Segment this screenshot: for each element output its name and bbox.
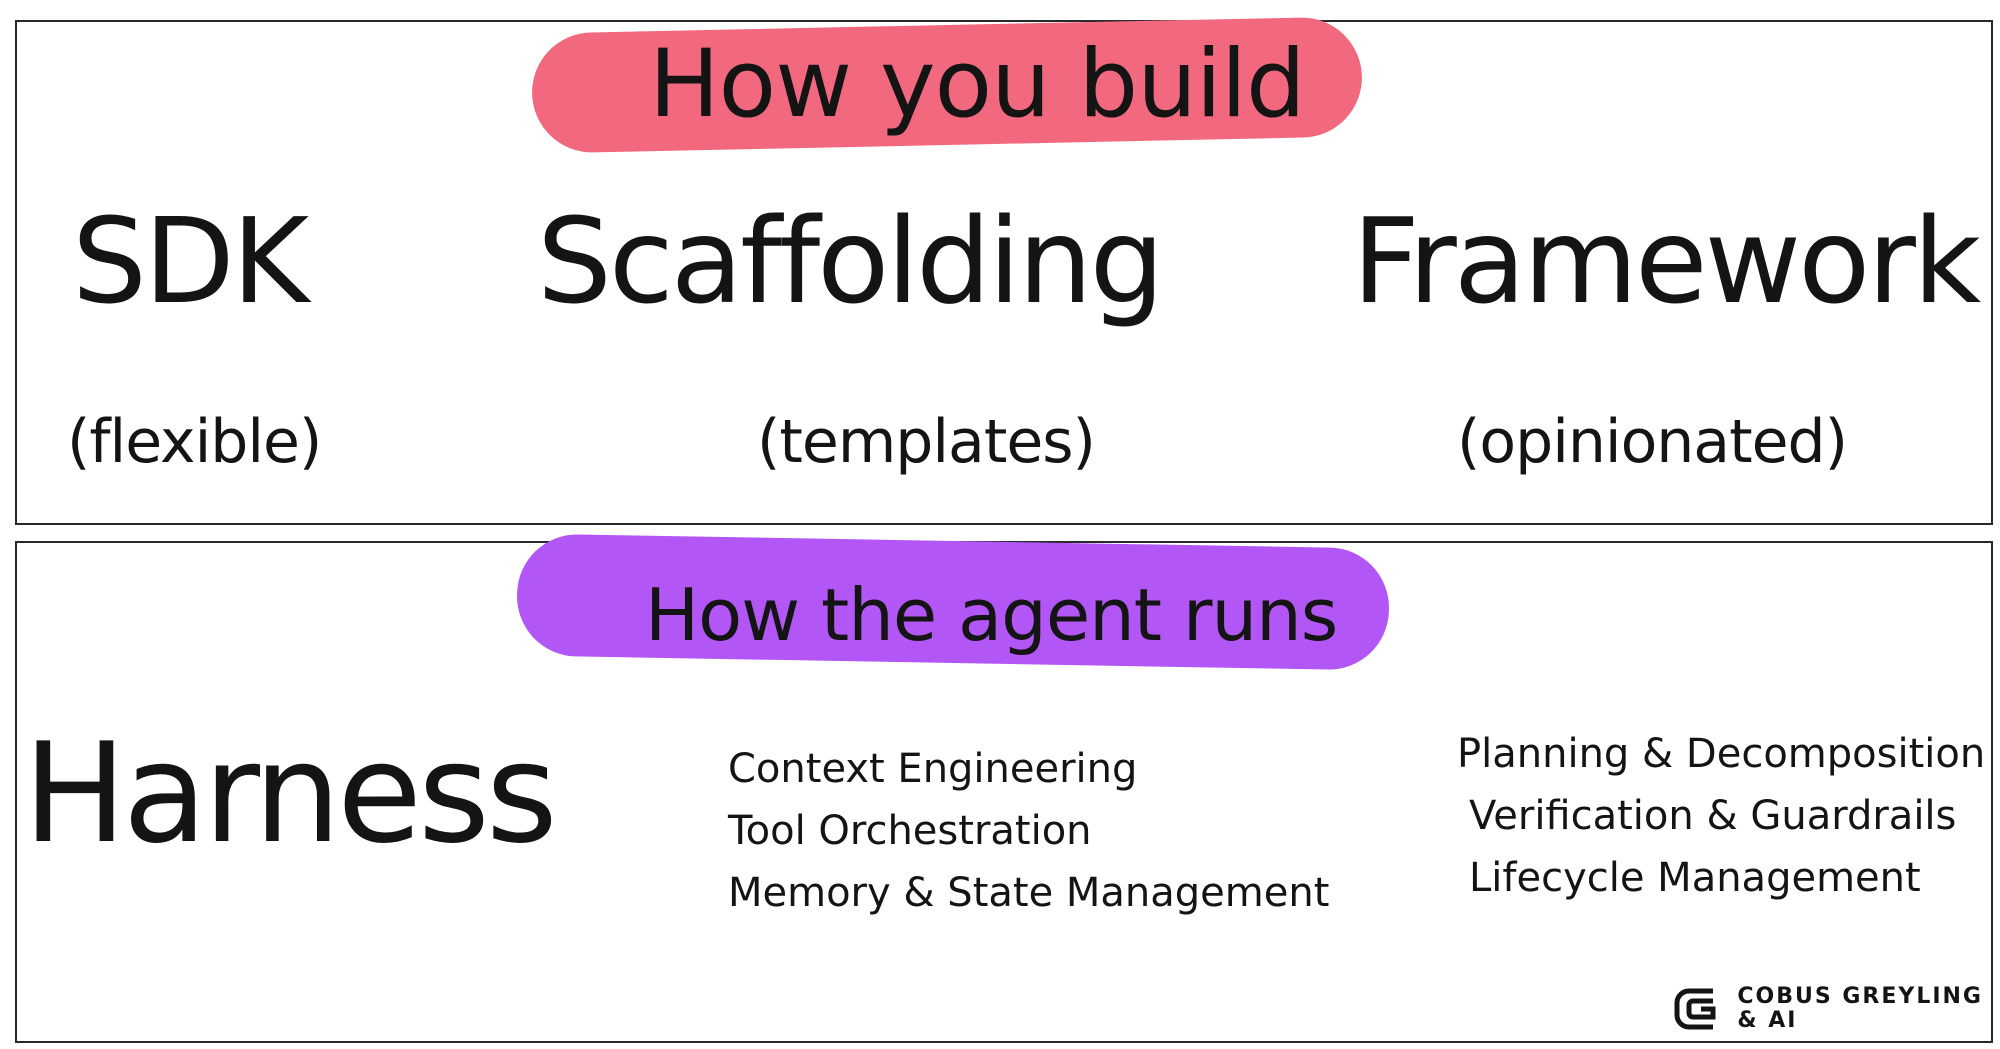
framework-heading: Framework — [1352, 192, 1981, 330]
brand-watermark: COBUS GREYLING & AI — [1673, 983, 1983, 1035]
harness-features-left: Context Engineering Tool Orchestration M… — [728, 738, 1329, 924]
feature-item: Lifecycle Management — [1469, 855, 1921, 901]
framework-subtitle: (opinionated) — [1457, 407, 1848, 477]
brand-line-1: COBUS GREYLING — [1737, 984, 1983, 1009]
cg-logo-icon — [1674, 988, 1716, 1030]
feature-item: Tool Orchestration — [728, 808, 1092, 854]
build-section-title: How you build — [649, 30, 1306, 139]
brand-name: COBUS GREYLING & AI — [1737, 985, 1983, 1033]
sdk-subtitle: (flexible) — [67, 407, 322, 477]
feature-item: Memory & State Management — [728, 870, 1330, 916]
feature-item: Verification & Guardrails — [1469, 793, 1957, 839]
runtime-panel: How the agent runs Harness Context Engin… — [15, 533, 1993, 1043]
build-panel: How you build SDK Scaffolding Framework … — [15, 16, 1993, 525]
scaffolding-subtitle: (templates) — [757, 407, 1096, 477]
harness-features-right: Planning & Decomposition Verification & … — [1457, 723, 1985, 909]
sdk-heading: SDK — [72, 192, 309, 330]
brand-line-2: & AI — [1737, 1008, 1798, 1033]
feature-item: Context Engineering — [728, 746, 1138, 792]
scaffolding-heading: Scaffolding — [537, 192, 1165, 330]
runtime-section-title: How the agent runs — [645, 573, 1338, 657]
harness-heading: Harness — [23, 713, 558, 874]
feature-item: Planning & Decomposition — [1457, 731, 1986, 777]
